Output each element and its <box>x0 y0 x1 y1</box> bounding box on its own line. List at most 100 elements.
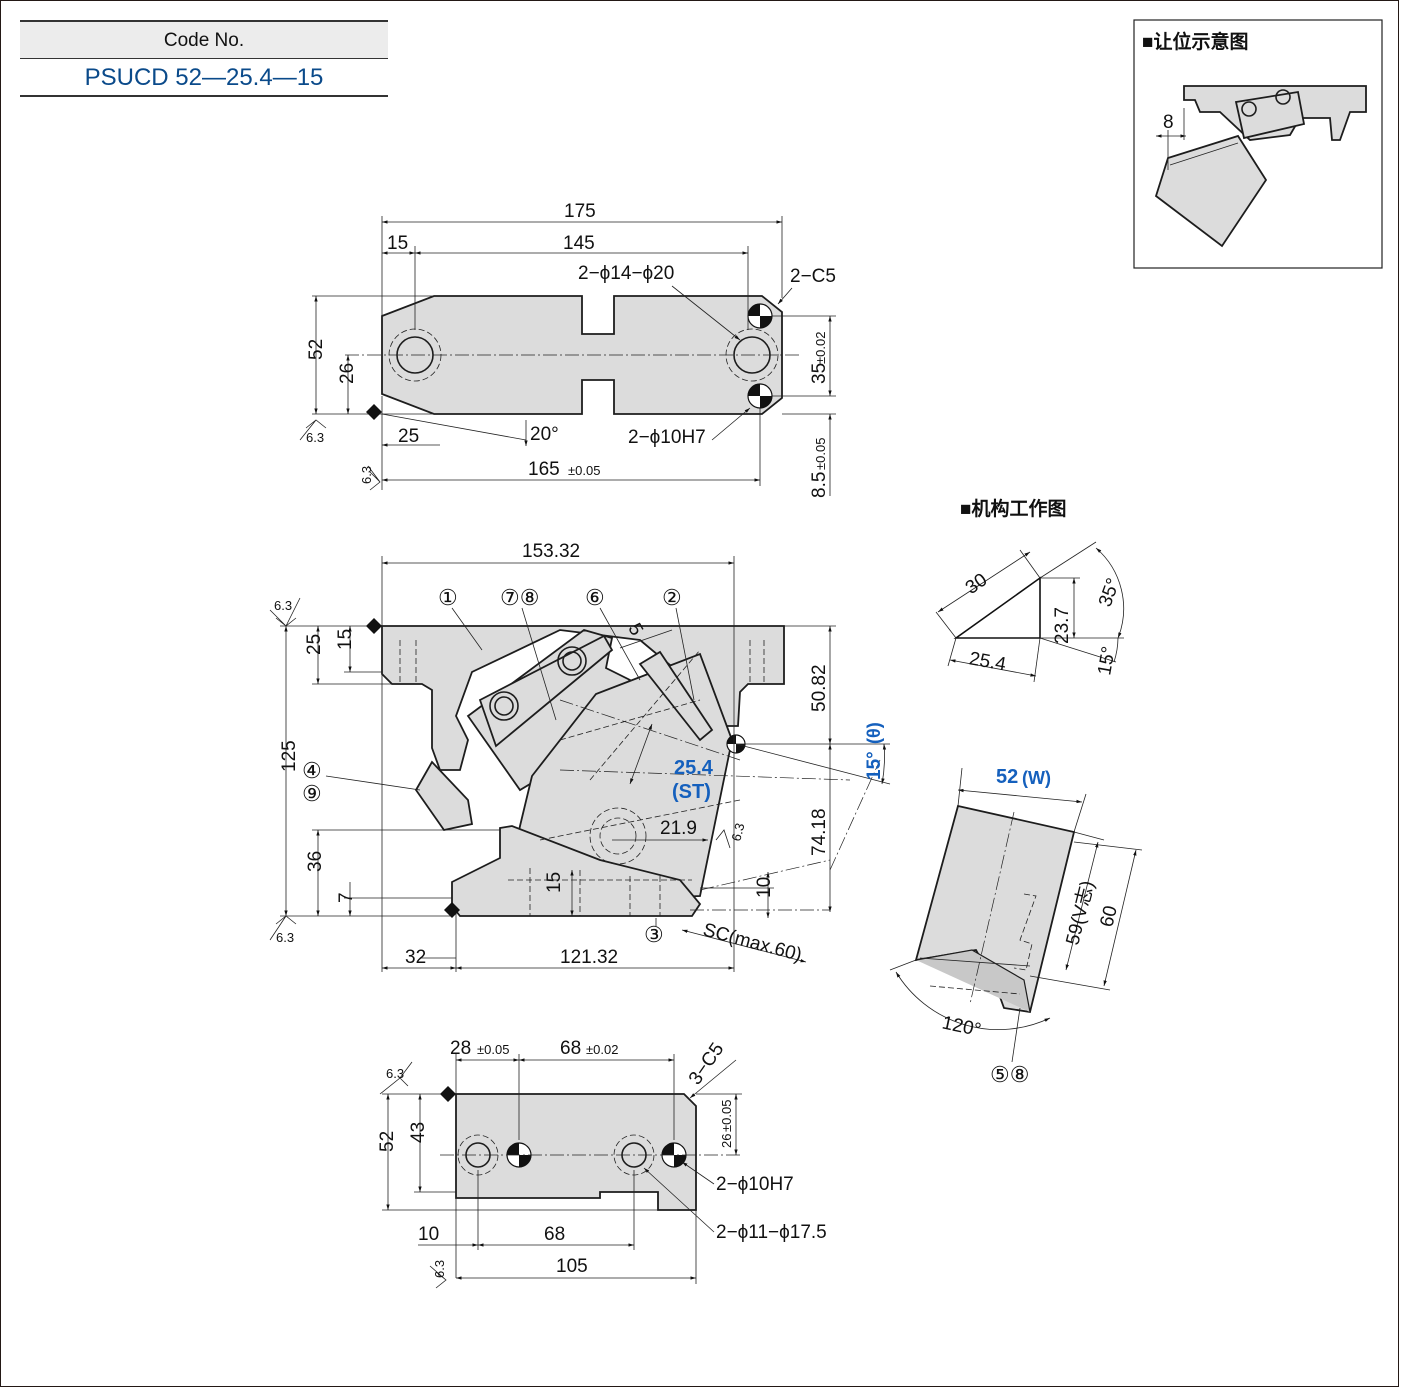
front-dim-121: 121.32 <box>560 947 618 968</box>
bottom-dim-28: 28 <box>450 1038 471 1059</box>
bottom-dim-43: 43 <box>408 1122 429 1143</box>
top-dim-8-5-tol: ±0.05 <box>813 438 828 470</box>
top-chamfer-label: 2−C5 <box>790 266 836 287</box>
bottom-roughness-2: 6.3 <box>432 1260 447 1278</box>
relief-hole-2 <box>1275 89 1291 105</box>
top-dim-8-5: 8.5 <box>809 472 830 498</box>
top-roughness-1: 6.3 <box>306 430 324 445</box>
top-dim-35-tol: ±0.02 <box>813 332 828 364</box>
top-angle-20: 20° <box>530 424 559 445</box>
front-angle-15: 15° <box>864 751 885 780</box>
front-retainer <box>414 760 474 832</box>
front-dim-74: 74.18 <box>809 808 830 856</box>
top-roughness-2: 6.3 <box>359 466 374 484</box>
bottom-dim-68: 68 <box>560 1038 581 1059</box>
top-datum-mark <box>366 404 382 420</box>
top-pin-label: 2−ϕ10H7 <box>628 427 706 448</box>
mech-dim-23: 23.7 <box>1052 607 1073 644</box>
front-dim-36: 36 <box>305 851 326 872</box>
front-view: ① ⑦⑧ ⑥ ② ④ ⑨ ③ 153.32 125 25 15 36 7 1 <box>269 541 891 972</box>
top-dim-165: 165 <box>528 459 560 480</box>
top-holes-label: 2−ϕ14−ϕ20 <box>578 263 674 284</box>
front-driver-strip <box>638 650 714 742</box>
code-header: Code No. <box>20 20 388 59</box>
relief-cam <box>1154 134 1268 248</box>
front-dim-21: 21.9 <box>660 818 697 839</box>
top-view: 175 15 145 2−ϕ14−ϕ20 2−C5 52 26 35 ±0.02… <box>299 201 836 498</box>
balloon-1: ① <box>438 585 458 610</box>
balloon-6: ⑥ <box>585 585 605 610</box>
mech-dim-59: 59(V志) <box>1062 878 1099 947</box>
relief-title: ■让位示意图 <box>1142 30 1248 53</box>
bottom-dim-68-tol: ±0.02 <box>586 1042 618 1057</box>
bottom-chamfer-label: 3−C5 <box>685 1039 729 1089</box>
front-dim-125: 125 <box>279 740 300 772</box>
relief-frame <box>1133 19 1383 269</box>
top-dim-26: 26 <box>337 363 358 384</box>
front-dim-25: 25 <box>304 634 325 655</box>
bottom-holes-label: 2−ϕ11−ϕ17.5 <box>716 1222 827 1243</box>
front-roughness-2: 6.3 <box>276 930 294 945</box>
top-dim-15: 15 <box>387 233 408 254</box>
bottom-dim-26: 26 <box>719 1134 734 1148</box>
mech-angle-15: 15° <box>1094 645 1120 677</box>
front-angle-theta: (θ) <box>864 722 884 744</box>
top-dim-145: 145 <box>563 233 595 254</box>
front-stroke-value: 25.4 <box>674 757 714 779</box>
mech-dim-60: 60 <box>1096 904 1121 930</box>
top-dim-52: 52 <box>306 339 327 360</box>
front-sc-label: SC(max.60) <box>701 920 804 967</box>
code-value: PSUCD 52—25.4—15 <box>20 59 388 97</box>
top-pin-marks <box>747 303 773 409</box>
front-dim-15: 15 <box>335 629 356 650</box>
balloon-3: ③ <box>644 922 664 947</box>
relief-diagram: ■让位示意图 8 <box>1133 19 1383 269</box>
front-dim-32: 32 <box>405 947 426 968</box>
balloon-7-8: ⑦⑧ <box>500 585 539 610</box>
front-dim-50: 50.82 <box>809 664 830 712</box>
mech-width-label: (W) <box>1022 768 1051 788</box>
bottom-dim-26-tol: ±0.05 <box>719 1100 734 1132</box>
bottom-roughness-1: 6.3 <box>386 1066 404 1081</box>
front-guide <box>478 634 614 748</box>
mech-width-value: 52 <box>996 766 1018 788</box>
front-bolt-1 <box>489 691 519 721</box>
mech-angle-35: 35° <box>1095 576 1125 610</box>
bottom-dim-52: 52 <box>377 1131 398 1152</box>
mech-dim-30: 30 <box>962 569 991 598</box>
mech-title: ■机构工作图 <box>960 497 1066 520</box>
front-stroke-label: (ST) <box>672 781 711 803</box>
mech-angle-120: 120° <box>940 1012 983 1041</box>
bottom-dim-28-tol: ±0.05 <box>477 1042 509 1057</box>
top-dim-35: 35 <box>809 363 830 384</box>
front-roughness-3: 6.3 <box>728 821 747 842</box>
front-bolt-2 <box>557 646 587 676</box>
front-dim-153: 153.32 <box>522 541 580 562</box>
balloon-4: ④ <box>302 758 322 783</box>
bottom-dim-10: 10 <box>418 1224 439 1245</box>
code-number-box: Code No. PSUCD 52—25.4—15 <box>20 20 388 97</box>
front-dim-15b: 15 <box>544 872 565 893</box>
front-dim-7: 7 <box>336 892 357 903</box>
top-dim-165-tol: ±0.05 <box>568 463 600 478</box>
bottom-view: 28 ±0.05 68 ±0.02 3−C5 52 43 26 ±0.05 2−… <box>377 1038 827 1289</box>
relief-dim-8: 8 <box>1163 112 1174 133</box>
top-dim-175: 175 <box>564 201 596 222</box>
relief-cam-edge <box>1169 142 1239 166</box>
front-dim-10: 10 <box>754 877 775 898</box>
bottom-dim-105: 105 <box>556 1256 588 1277</box>
front-slider-plate <box>466 629 632 792</box>
balloon-2: ② <box>662 585 682 610</box>
bottom-pin-label: 2−ϕ10H7 <box>716 1174 794 1195</box>
mechanism-section: ■机构工作图 30 25.4 23.7 35° 15° 52 (W) 59(V志… <box>889 497 1143 1087</box>
front-roughness-1: 6.3 <box>274 598 292 613</box>
mech-balloon-5-8: ⑤⑧ <box>990 1062 1029 1087</box>
mech-dim-25: 25.4 <box>967 648 1007 675</box>
bottom-dim-68b: 68 <box>544 1224 565 1245</box>
relief-hole-1 <box>1241 101 1257 117</box>
front-hidden-hole <box>599 817 637 855</box>
balloon-9: ⑨ <box>302 781 322 806</box>
top-dim-25: 25 <box>398 426 419 447</box>
